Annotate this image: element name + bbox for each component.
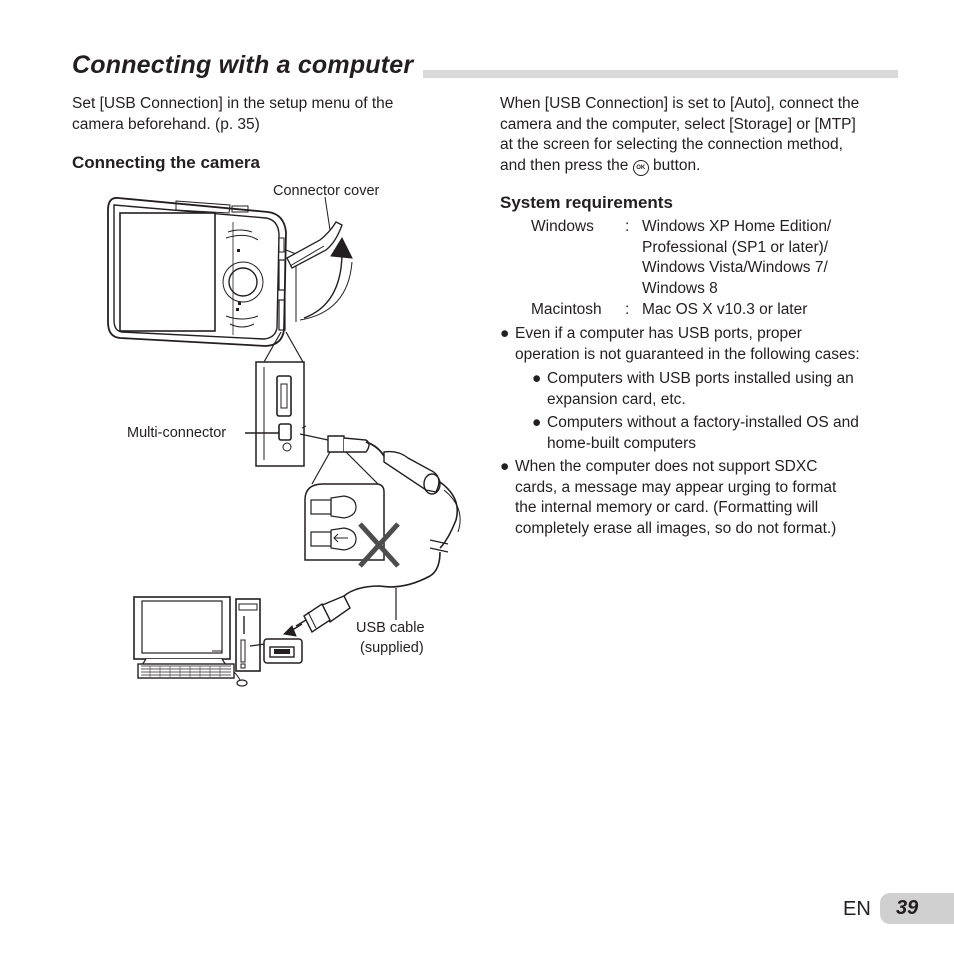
right-intro-line-4: and then press the bbox=[500, 156, 629, 174]
req-windows-line-1: Windows XP Home Edition/ bbox=[642, 218, 832, 235]
sub-bullet-expansion-card: ● Computers with USB ports installed usi… bbox=[532, 369, 902, 411]
req-windows-line-3: Windows Vista/Windows 7/ bbox=[642, 259, 828, 276]
bullet-sdxc-line-2: cards, a message may appear urging to fo… bbox=[515, 478, 837, 496]
sub-bullet-home-built: ● Computers without a factory-installed … bbox=[532, 413, 902, 455]
bullet-usb-ports-text: Even if a computer has USB ports, proper… bbox=[515, 324, 860, 365]
req-mac-value: Mac OS X v10.3 or later bbox=[642, 301, 808, 318]
left-intro-line-1: Set [USB Connection] in the setup menu o… bbox=[72, 95, 394, 112]
req-windows-value: Windows XP Home Edition/ Professional (S… bbox=[642, 217, 831, 299]
bullet-sdxc-line-3: the internal memory or card. (Formatting… bbox=[515, 499, 819, 516]
bullet-sdxc: ● When the computer does not support SDX… bbox=[500, 457, 900, 541]
sub-bullet-dot: ● bbox=[532, 370, 542, 387]
bullet-sdxc-line-1: When the computer does not support SDXC bbox=[515, 458, 818, 475]
req-windows-line-2: Professional (SP1 or later)/ bbox=[642, 238, 829, 256]
right-intro-line-2: camera and the computer, select [Storage… bbox=[500, 115, 856, 133]
req-windows-os: Windows bbox=[531, 218, 594, 235]
bullet-sdxc-line-4: completely erase all images, so do not f… bbox=[515, 519, 837, 537]
req-mac-sep: : bbox=[625, 301, 630, 318]
sub-bullet-expansion-line-2: expansion card, etc. bbox=[547, 390, 686, 408]
req-windows-sep: : bbox=[625, 218, 630, 235]
page-title: Connecting with a computer bbox=[72, 50, 424, 80]
title-bar bbox=[72, 70, 898, 78]
sub-bullet-home-built-line-2: home-built computers bbox=[547, 434, 697, 452]
right-intro-line-5: button. bbox=[653, 156, 701, 174]
req-windows-line-4: Windows 8 bbox=[642, 279, 718, 297]
bullet-dot: ● bbox=[500, 458, 510, 475]
sub-bullet-home-built-line-1: Computers without a factory-installed OS… bbox=[547, 414, 859, 431]
left-intro-line-2: camera beforehand. (p. 35) bbox=[72, 115, 260, 133]
usb-cable-illustration bbox=[282, 425, 461, 637]
page-number: 39 bbox=[896, 897, 919, 919]
computer-illustration bbox=[133, 596, 303, 687]
bullet-dot: ● bbox=[500, 325, 510, 342]
language-label: EN bbox=[843, 898, 871, 920]
page-number-tab bbox=[880, 893, 954, 924]
right-intro: When [USB Connection] is set to [Auto], … bbox=[500, 94, 859, 176]
camera-illustration bbox=[107, 197, 297, 347]
sub-bullet-home-built-text: Computers without a factory-installed OS… bbox=[547, 413, 859, 454]
req-mac-os: Macintosh bbox=[531, 301, 602, 318]
bullet-usb-ports: ● Even if a computer has USB ports, prop… bbox=[500, 324, 900, 366]
right-intro-line-3: at the screen for selecting the connecti… bbox=[500, 136, 843, 153]
usb-cable-label: USB cable bbox=[356, 620, 425, 636]
left-intro: Set [USB Connection] in the setup menu o… bbox=[72, 94, 393, 135]
title-rule: Connecting with a computer bbox=[72, 50, 898, 80]
connecting-camera-heading: Connecting the camera bbox=[72, 153, 260, 172]
system-requirements-heading: System requirements bbox=[500, 193, 673, 212]
bullet-usb-ports-line-1: Even if a computer has USB ports, proper bbox=[515, 325, 802, 342]
ok-button-icon: OK bbox=[632, 159, 649, 176]
usb-cable-supplied-label: (supplied) bbox=[360, 640, 424, 656]
sub-bullet-expansion-card-text: Computers with USB ports installed using… bbox=[547, 369, 854, 410]
bullet-usb-ports-line-2: operation is not guaranteed in the follo… bbox=[515, 345, 860, 363]
sub-bullet-dot: ● bbox=[532, 414, 542, 431]
bullet-sdxc-text: When the computer does not support SDXC … bbox=[515, 457, 836, 539]
multi-connector-label: Multi-connector bbox=[127, 425, 227, 441]
connector-cover-label: Connector cover bbox=[273, 183, 380, 199]
right-intro-line-1: When [USB Connection] is set to [Auto], … bbox=[500, 95, 860, 112]
sub-bullet-expansion-line-1: Computers with USB ports installed using… bbox=[547, 370, 854, 387]
